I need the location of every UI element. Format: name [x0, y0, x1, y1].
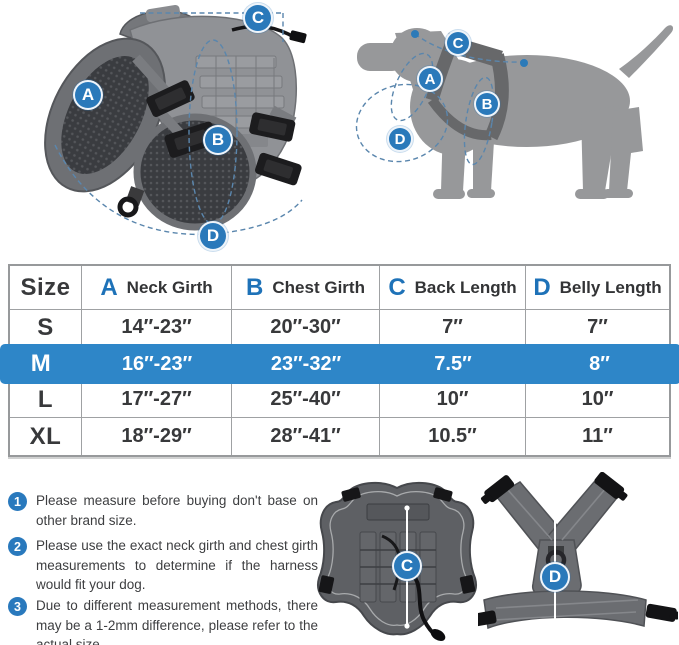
dog-measurement-diagram [355, 25, 674, 199]
dog-silhouette [357, 25, 674, 199]
back-length-end-dots [411, 30, 528, 67]
buckles [478, 472, 678, 627]
measure-label-b-side: B [203, 125, 233, 155]
cell-neck: 18″-29″ [82, 418, 232, 455]
table-row-size-l: L 17″-27″ 25″-40″ 10″ 10″ [10, 382, 669, 418]
cell-back: 10″ [380, 382, 526, 418]
note-3: 3 Due to different measurement methods, … [8, 596, 318, 645]
table-header-row: Size A Neck Girth B Chest Girth C Back L… [10, 266, 669, 310]
label-letter: D [394, 130, 406, 148]
cell-size: XL [10, 418, 82, 455]
measure-label-a-side: A [73, 80, 103, 110]
cell-size: S [10, 310, 82, 346]
cell-belly: 11″ [582, 425, 613, 447]
note-1: 1 Please measure before buying don't bas… [8, 491, 318, 530]
header-back-length: C Back Length [380, 266, 526, 310]
harness-side-photo [44, 4, 307, 236]
header-label-chest: Chest Girth [272, 277, 365, 297]
header-size: Size [10, 266, 82, 310]
note-3-text: Due to different measurement methods, th… [36, 598, 318, 645]
header-letter-c: C [388, 273, 406, 301]
cell-size: M [30, 350, 52, 377]
cell-back: 7.5″ [434, 352, 472, 375]
note-2-text: Please use the exact neck girth and ches… [36, 538, 318, 593]
cell-chest: 20″-30″ [232, 310, 380, 346]
cell-neck: 16″-23″ [121, 352, 193, 375]
cell-belly: 7″ [526, 310, 669, 346]
cell-belly: 8″ [589, 352, 610, 375]
header-label-neck: Neck Girth [126, 277, 213, 297]
header-label-back: Back Length [414, 277, 517, 297]
header-letter-d: D [533, 273, 551, 301]
measure-label-c-dog: C [445, 30, 471, 56]
cell-chest: 23″-32″ [270, 352, 342, 375]
measure-label-d-dog: D [387, 126, 413, 152]
label-letter: D [206, 226, 220, 245]
cell-chest: 28″-41″ [232, 418, 380, 455]
table-row-size-xl: XL 18″-29″ 28″-41″ 10.5″ 11″ [10, 418, 669, 455]
cell-back: 10.5″ [380, 418, 526, 455]
measure-label-c-backview: C [392, 551, 422, 581]
cell-neck: 17″-27″ [82, 382, 232, 418]
label-letter: D [548, 567, 562, 586]
cell-chest: 25″-40″ [232, 382, 380, 418]
measure-label-c-side: C [243, 3, 273, 33]
harness-belly-view-photo [478, 472, 678, 639]
label-letter: C [251, 8, 265, 27]
cell-size: L [10, 382, 82, 418]
header-letter-b: B [246, 273, 264, 301]
note-2: 2 Please use the exact neck girth and ch… [8, 536, 318, 595]
label-letter: A [424, 70, 436, 88]
table-row-size-s: S 14″-23″ 20″-30″ 7″ 7″ [10, 310, 669, 346]
label-letter: B [211, 130, 225, 149]
note-1-text: Please measure before buying don't base … [36, 493, 318, 528]
harness-body [44, 4, 307, 231]
leash-d-ring [117, 186, 145, 218]
note-3-number-badge: 3 [8, 597, 27, 616]
note-1-number-badge: 1 [8, 492, 27, 511]
strap-stitching [493, 487, 639, 621]
measure-label-d-side: D [198, 221, 228, 251]
label-letter: B [481, 95, 493, 113]
note-2-number-badge: 2 [8, 537, 27, 556]
header-chest-girth: B Chest Girth [232, 266, 380, 310]
table-row-size-m-highlighted: M 16″-23″ 23″-32″ 7.5″ 8″ [0, 344, 679, 384]
measure-label-b-dog: B [474, 91, 500, 117]
header-label-belly: Belly Length [559, 277, 662, 297]
label-letter: A [81, 85, 95, 104]
cell-neck: 14″-23″ [82, 310, 232, 346]
measure-label-d-bellyview: D [540, 562, 570, 592]
cell-belly: 10″ [526, 382, 669, 418]
header-neck-girth: A Neck Girth [82, 266, 232, 310]
label-letter: C [452, 34, 464, 52]
header-belly-length: D Belly Length [526, 266, 669, 310]
belly-straps [483, 481, 647, 630]
header-letter-a: A [100, 273, 118, 301]
measure-label-a-dog: A [417, 66, 443, 92]
dog-dashed-guides [355, 33, 524, 166]
size-chart-table: Size A Neck Girth B Chest Girth C Back L… [0, 264, 679, 457]
cell-back: 7″ [380, 310, 526, 346]
label-letter: C [400, 556, 414, 575]
